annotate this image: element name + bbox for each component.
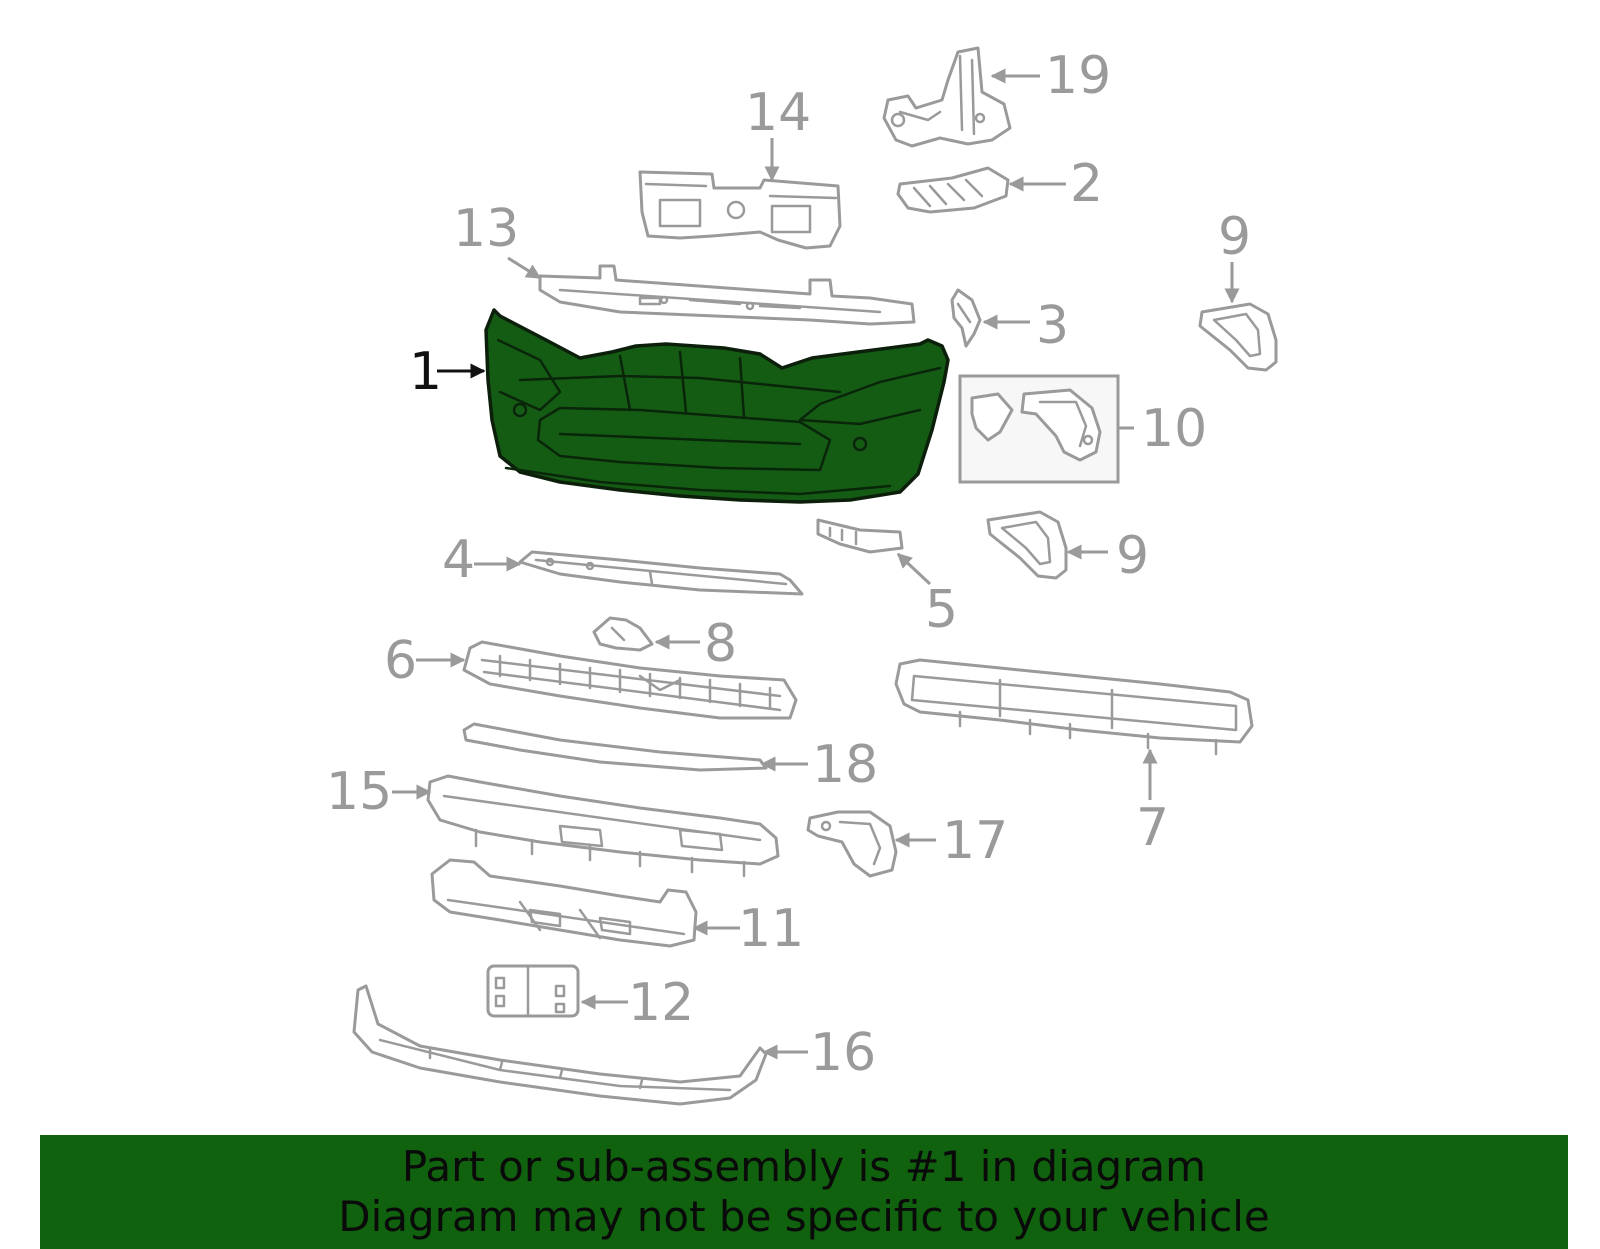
callout-2: 2 — [1070, 154, 1103, 214]
callout-5: 5 — [925, 580, 958, 640]
callout-13: 13 — [453, 199, 519, 259]
callout-16: 16 — [810, 1023, 876, 1083]
callout-19: 19 — [1045, 46, 1111, 106]
callout-6: 6 — [384, 631, 417, 691]
part-19-bracket — [882, 46, 1012, 148]
callout-4: 4 — [442, 530, 475, 590]
part-6-grille — [462, 640, 798, 720]
callout-8: 8 — [704, 614, 737, 674]
callout-12: 12 — [628, 973, 694, 1033]
callout-7: 7 — [1136, 798, 1169, 858]
part-9-bezel-upper — [1198, 302, 1278, 372]
part-13-reinforcement — [538, 264, 916, 326]
part-17-bracket — [806, 810, 898, 878]
callout-9-lower: 9 — [1116, 526, 1149, 586]
part-5-trim — [816, 518, 904, 554]
banner-line-1: Part or sub-assembly is #1 in diagram — [401, 1142, 1207, 1191]
callout-9-upper: 9 — [1218, 207, 1251, 267]
part-14-absorber — [638, 170, 842, 250]
banner-line-2: Diagram may not be specific to your vehi… — [338, 1192, 1270, 1241]
part-11-lower-support — [430, 858, 698, 948]
parts-diagram: 19 2 14 13 3 9 — [326, 46, 1278, 1106]
part-4-grille-trim — [518, 550, 804, 596]
callout-18: 18 — [812, 735, 878, 795]
part-1-bumper-cover — [484, 308, 950, 504]
callout-14: 14 — [745, 83, 811, 143]
callout-17: 17 — [942, 811, 1008, 871]
part-3-clip — [950, 288, 982, 348]
part-7-lower-grille — [894, 658, 1254, 756]
part-18-molding — [462, 722, 768, 772]
info-banner: Part or sub-assembly is #1 in diagram Di… — [40, 1135, 1568, 1249]
part-10-bracket-kit — [958, 374, 1120, 484]
callout-11: 11 — [738, 899, 804, 959]
callout-1: 1 — [409, 342, 442, 402]
part-9-bezel-lower — [986, 510, 1068, 580]
callout-10: 10 — [1141, 399, 1207, 459]
part-8-emblem-bracket — [592, 616, 654, 652]
callout-15: 15 — [326, 762, 392, 822]
part-15-lower-absorber — [426, 774, 780, 878]
part-12-license-bracket — [486, 964, 580, 1018]
part-2-bracket — [896, 166, 1010, 214]
callout-3: 3 — [1036, 296, 1069, 356]
